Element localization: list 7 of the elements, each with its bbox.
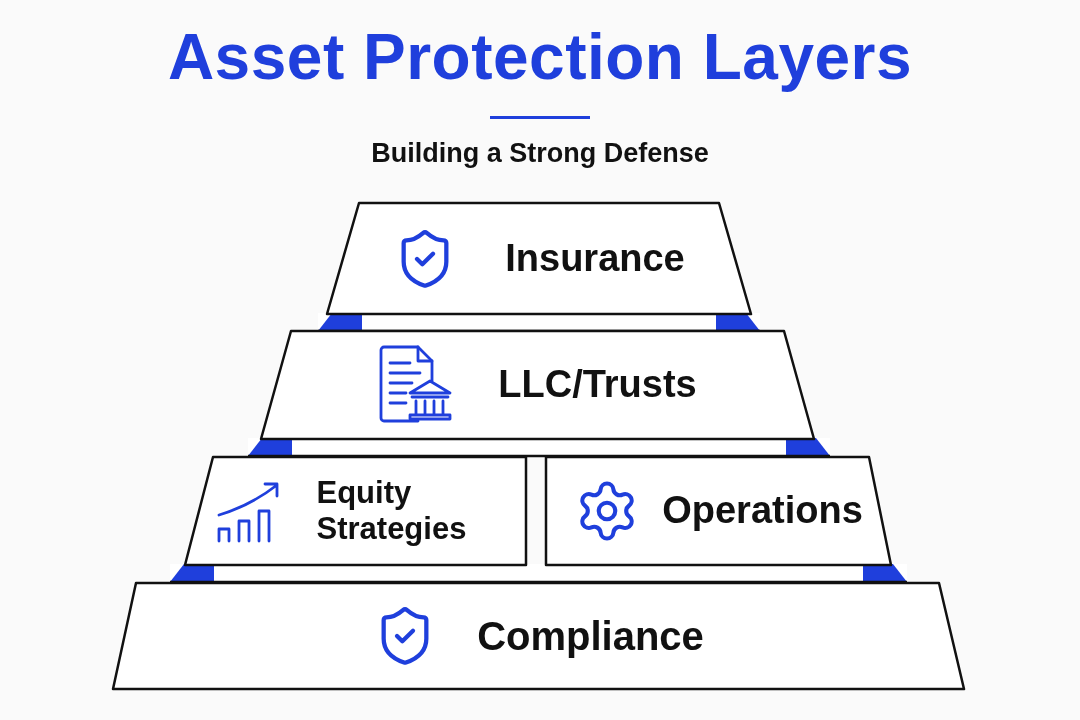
layer-label: LLC/Trusts — [498, 363, 697, 407]
layer-label: Compliance — [477, 613, 704, 659]
subtitle: Building a Strong Defense — [370, 138, 710, 169]
title: Asset Protection Layers — [166, 22, 914, 93]
layer-label: Equity Strategies — [316, 475, 468, 547]
layer-label: Operations — [662, 489, 863, 533]
layer-label: Insurance — [505, 236, 685, 281]
